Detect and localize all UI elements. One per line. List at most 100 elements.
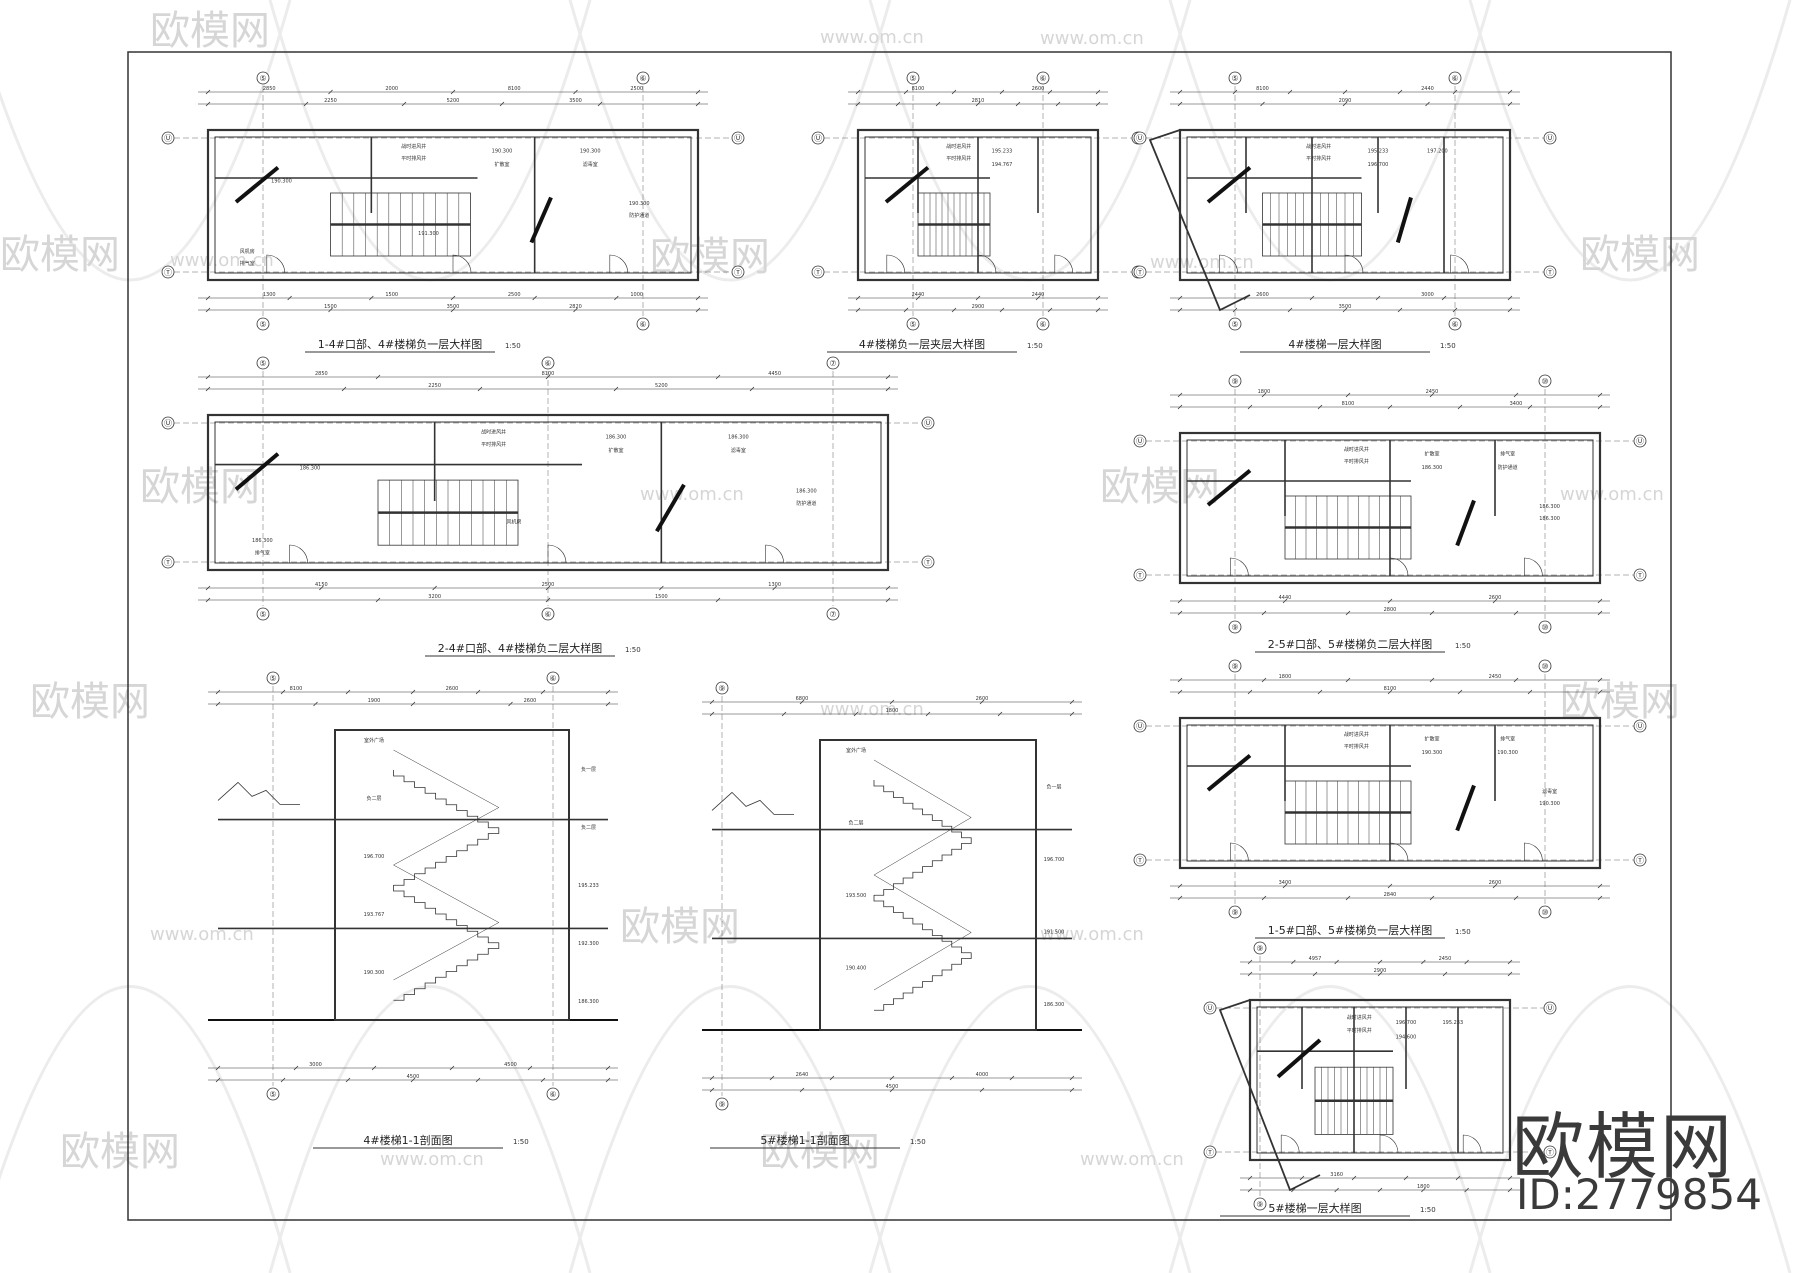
- outer-wall: [206, 413, 890, 572]
- dimension-text: 3200: [428, 594, 441, 600]
- dim-tick: [915, 295, 921, 301]
- axis-bubble: [1036, 317, 1050, 331]
- section-shell: [334, 729, 570, 1021]
- dim-tick: [1261, 392, 1267, 398]
- dim-tick: [449, 1065, 455, 1071]
- axis-bubble: [636, 71, 650, 85]
- door-swing: [1462, 1134, 1482, 1154]
- dim-tick: [1282, 598, 1288, 604]
- stair-flight: [393, 770, 499, 829]
- dim-tick: [1247, 971, 1253, 977]
- dimension-text: 2440: [912, 292, 925, 298]
- room-label: 平时排风井: [946, 155, 971, 162]
- room-label: 190.300: [1539, 801, 1560, 807]
- dim-tick: [1397, 307, 1403, 313]
- room-label: 排气室: [1500, 451, 1515, 458]
- axis-bubble: [1543, 1145, 1557, 1159]
- dim-tick: [829, 1075, 835, 1081]
- axis-bubble: [921, 416, 935, 430]
- dimension-text: 2450: [1489, 674, 1502, 680]
- dim-tick: [1247, 959, 1253, 965]
- dim-tick: [287, 295, 292, 301]
- dim-tick: [1069, 1087, 1075, 1093]
- dim-tick: [975, 101, 981, 107]
- room-label: 滤毒室: [1542, 788, 1557, 795]
- dim-tick: [1429, 610, 1435, 616]
- dimension-text: 4440: [1279, 595, 1292, 601]
- axis-label: Ⓤ: [164, 134, 172, 143]
- level-label: 室外广场: [846, 747, 866, 754]
- dim-tick: [885, 374, 891, 380]
- dim-tick: [695, 295, 701, 301]
- dim-tick: [1387, 404, 1393, 410]
- dim-tick: [1177, 677, 1183, 683]
- dim-tick: [280, 689, 286, 695]
- axis-bubble: [811, 265, 825, 279]
- axis-bubble: [731, 131, 745, 145]
- dim-tick: [1055, 101, 1061, 107]
- room-label: 平时排风井: [481, 441, 506, 448]
- handrail: [393, 749, 499, 808]
- dim-tick: [375, 597, 381, 603]
- dimension-text: 1300: [263, 292, 276, 298]
- axis-bubble: [1203, 1001, 1217, 1015]
- room-label: 战时进风井: [481, 429, 506, 436]
- dim-tick: [1597, 689, 1603, 695]
- dimension-text: 2250: [324, 98, 337, 104]
- dim-tick: [1527, 404, 1533, 410]
- dim-tick: [1047, 307, 1053, 313]
- stair-flight: [393, 827, 500, 886]
- axis-bubble: [256, 317, 270, 331]
- dim-tick: [1342, 307, 1348, 313]
- dim-tick: [855, 295, 861, 301]
- drawing-title: 2-5#口部、5#楼梯负二层大样图: [1268, 637, 1432, 651]
- watermark-logo: 欧模网: [150, 8, 270, 54]
- dim-tick: [477, 386, 483, 392]
- dim-tick: [293, 1065, 299, 1071]
- handrail: [873, 932, 972, 991]
- dimension-text: 2500: [542, 582, 555, 588]
- drawing-d4: 2850225081005200445041503200250015001300…: [161, 356, 935, 657]
- dim-tick: [614, 295, 619, 301]
- dimension-text: 2900: [1374, 968, 1387, 974]
- handrail: [873, 874, 972, 933]
- room-label: 排气室: [255, 550, 270, 557]
- dim-tick: [1351, 1175, 1357, 1181]
- stair-flight: [393, 942, 500, 1001]
- brand-id: ID:2779854: [1516, 1170, 1762, 1219]
- axis-bubble: [1253, 1197, 1267, 1211]
- dim-tick: [1429, 392, 1435, 398]
- dim-tick: [1464, 1187, 1469, 1193]
- dim-tick: [772, 585, 777, 591]
- axis-label: ⑨: [1231, 623, 1238, 632]
- stair-flight: [393, 885, 499, 944]
- axis-bubble: [1228, 620, 1242, 634]
- dimension-text: 5200: [447, 98, 460, 104]
- axis-label: Ⓣ: [1136, 268, 1144, 277]
- outer-wall: [1178, 128, 1512, 282]
- dim-tick: [432, 585, 437, 591]
- axis-bubble: [256, 71, 270, 85]
- axis-label: ⑤: [909, 320, 916, 329]
- dim-tick: [1345, 677, 1351, 683]
- door-swing: [1054, 254, 1074, 274]
- dim-tick: [1177, 392, 1183, 398]
- dimension-text: 2600: [524, 698, 537, 704]
- dim-tick: [1309, 295, 1315, 301]
- axis-bubble: [1633, 719, 1647, 733]
- dim-tick: [1507, 971, 1513, 977]
- dim-tick: [1507, 1187, 1513, 1193]
- dim-tick: [1247, 1187, 1253, 1193]
- blast-door: [655, 483, 686, 533]
- axis-bubble: [256, 607, 270, 621]
- dimension-text: 4500: [886, 1084, 899, 1090]
- dimension-text: 2440: [1032, 292, 1045, 298]
- axis-bubble: [636, 317, 650, 331]
- watermark-url: www.om.cn: [380, 1149, 484, 1170]
- dim-tick: [781, 711, 787, 717]
- axis-label: ⑥: [544, 610, 551, 619]
- stair-flight: [874, 952, 972, 1011]
- dim-tick: [303, 101, 309, 107]
- axis-label: ⑦: [829, 610, 836, 619]
- axis-bubble: [826, 356, 840, 370]
